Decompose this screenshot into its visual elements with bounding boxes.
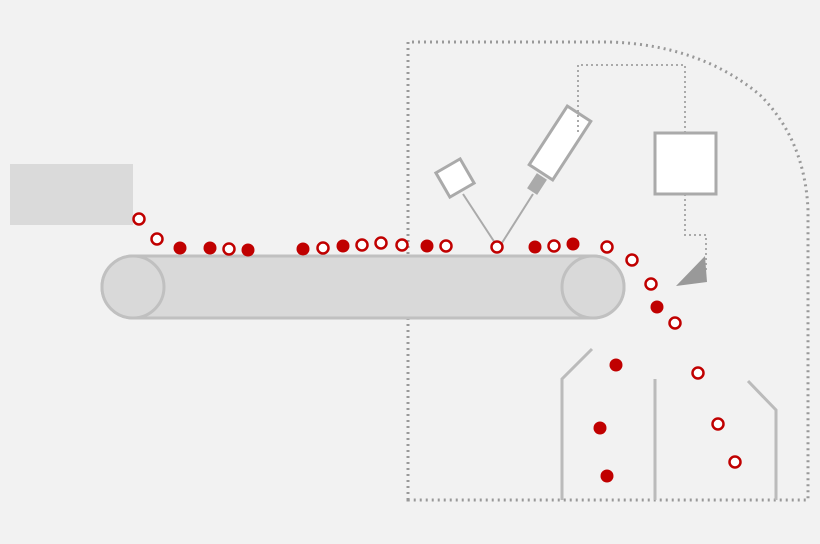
particle-ring: [132, 212, 146, 226]
particle-ring: [150, 232, 164, 246]
air-ejector-nozzle: [676, 256, 707, 286]
particle-solid: [336, 239, 350, 253]
conveyor-belt: [100, 254, 626, 320]
light-beam: [462, 193, 498, 247]
particle-ring: [395, 238, 409, 252]
feed-hopper: [10, 164, 133, 225]
accept-bin-right-wall: [746, 379, 778, 500]
particle-ring: [374, 236, 388, 250]
particle-solid: [593, 421, 607, 435]
camera-view-line: [499, 193, 534, 247]
particle-solid: [600, 469, 614, 483]
ejector-signal-line: [684, 194, 707, 273]
camera-signal-line: [577, 64, 686, 133]
particle-ring: [625, 253, 639, 267]
particle-ring: [222, 242, 236, 256]
belt-roller-right: [560, 254, 626, 320]
particles-layer: [132, 212, 742, 483]
belt-roller-left: [100, 254, 166, 320]
particle-solid: [296, 242, 310, 256]
particle-solid: [173, 241, 187, 255]
particle-solid: [203, 241, 217, 255]
particle-ring: [644, 277, 658, 291]
particle-ring: [490, 240, 504, 254]
particle-ring: [547, 239, 561, 253]
camera: [527, 103, 593, 195]
particle-ring: [439, 239, 453, 253]
particle-ring: [355, 238, 369, 252]
controller-box: [653, 131, 718, 196]
particle-solid: [566, 237, 580, 251]
particle-ring: [691, 366, 705, 380]
particle-solid: [420, 239, 434, 253]
particle-ring: [600, 240, 614, 254]
particle-solid: [609, 358, 623, 372]
particle-ring: [316, 241, 330, 255]
particle-solid: [241, 243, 255, 257]
particle-ring: [668, 316, 682, 330]
light-source: [433, 156, 477, 200]
particle-solid: [528, 240, 542, 254]
particle-solid: [650, 300, 664, 314]
particle-ring: [728, 455, 742, 469]
particle-ring: [711, 417, 725, 431]
reject-bin-left-wall: [560, 347, 594, 500]
enclosure-outline: [406, 40, 810, 502]
